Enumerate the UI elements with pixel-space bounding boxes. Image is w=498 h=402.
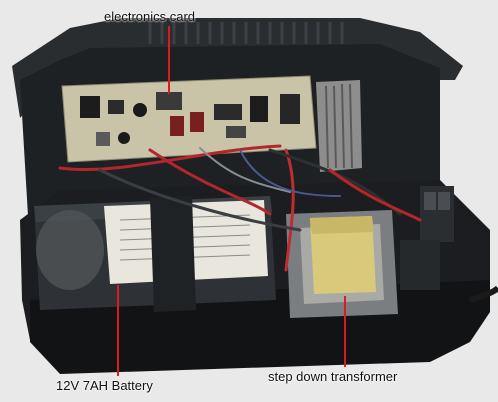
annotation-lines [117, 26, 346, 376]
heatsink [316, 80, 362, 172]
battery [34, 196, 276, 312]
electronics-card-label: electronics card [104, 9, 196, 24]
electronics-card [61, 75, 317, 163]
connectors [400, 186, 498, 303]
transformer [286, 210, 398, 318]
battery-label: 12V 7AH Battery [56, 378, 153, 393]
transformer-label: step down transformer [268, 369, 398, 384]
wiring [58, 144, 422, 272]
